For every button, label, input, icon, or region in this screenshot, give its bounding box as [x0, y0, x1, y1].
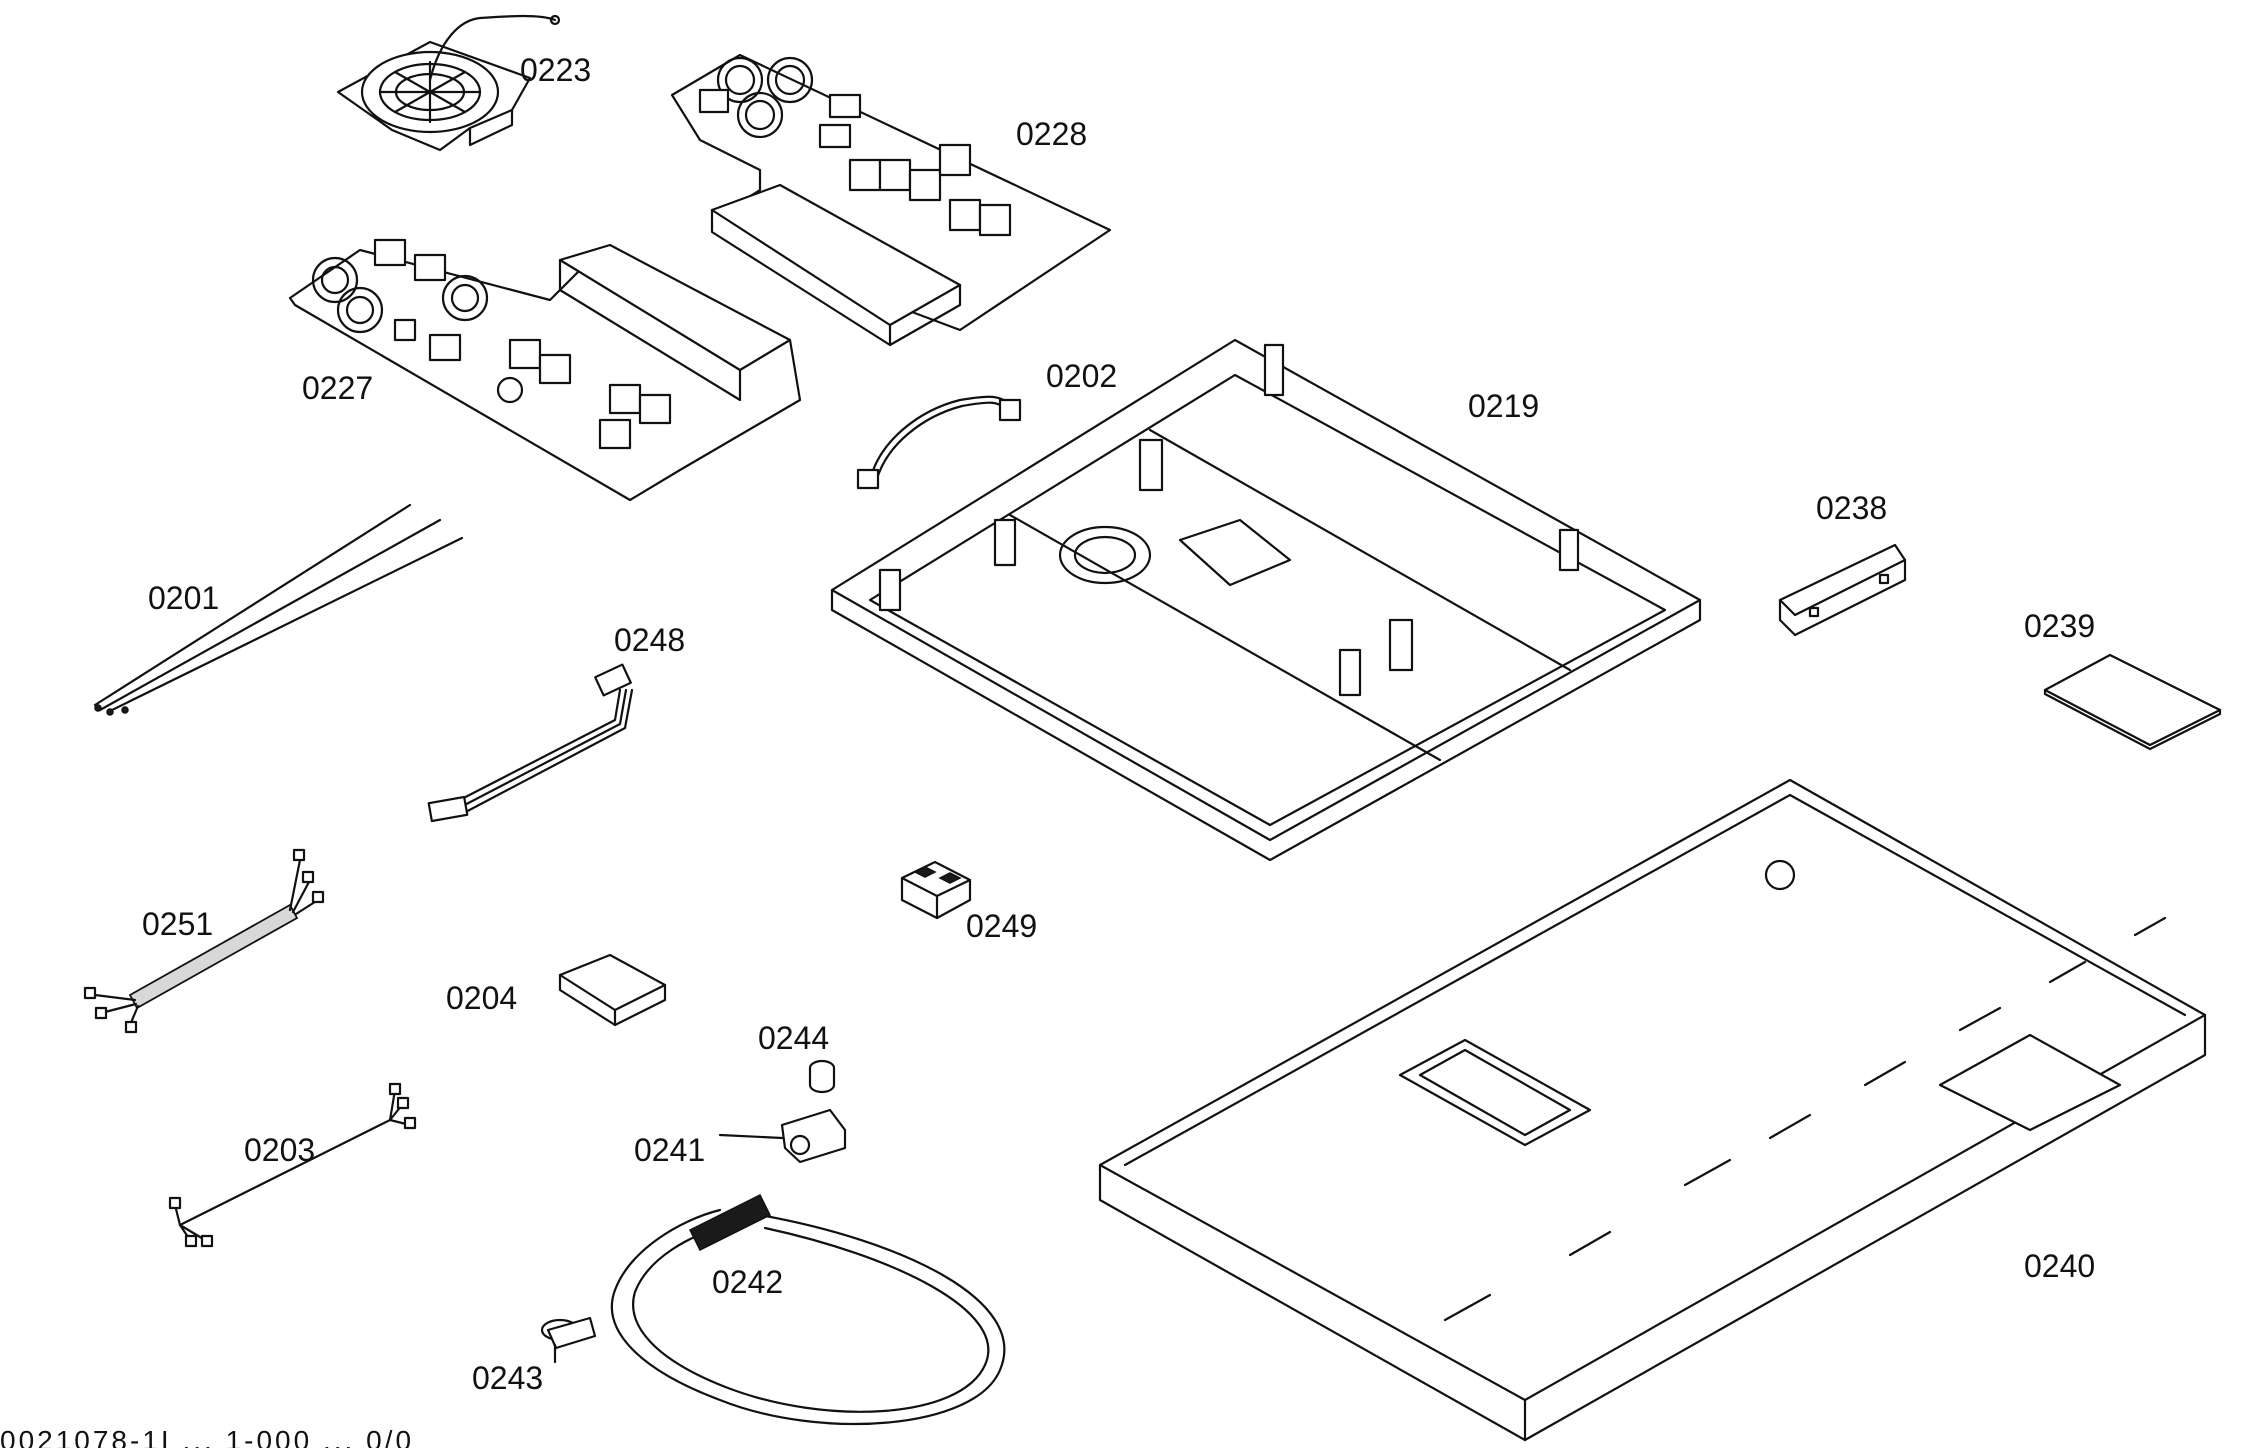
part-0223-fan: [336, 14, 561, 152]
label-0244: 0244: [758, 1020, 830, 1056]
part-0228-pcb: [670, 53, 1112, 347]
part-0239-plate: [2043, 653, 2222, 751]
part-0240-bottom-cover: [1098, 778, 2207, 1442]
label-0227: 0227: [302, 370, 374, 406]
label-0201: 0201: [148, 580, 220, 616]
label-0251: 0251: [142, 906, 214, 942]
part-0248-flat-cable: [427, 663, 634, 823]
label-0241: 0241: [634, 1132, 706, 1168]
label-0249: 0249: [966, 908, 1038, 944]
label-0203: 0203: [244, 1132, 316, 1168]
part-0243-grommet: [540, 1316, 597, 1364]
label-0219: 0219: [1468, 388, 1540, 424]
part-0219-base-tray: [830, 338, 1702, 862]
label-0248: 0248: [614, 622, 686, 658]
part-0201-wires: [93, 503, 464, 716]
label-0228: 0228: [1016, 116, 1088, 152]
part-0244-cap: [808, 1059, 836, 1094]
label-0238: 0238: [1816, 490, 1888, 526]
label-0204: 0204: [446, 980, 518, 1016]
label-0223: 0223: [520, 52, 592, 88]
part-0249-connector: [900, 860, 972, 920]
part-0238-bracket: [1778, 543, 1907, 637]
part-0242-hose: [610, 1193, 1006, 1426]
part-0202-cable: [856, 395, 1022, 490]
label-0240: 0240: [2024, 1248, 2096, 1284]
part-0251-harness: [83, 848, 325, 1034]
label-0243: 0243: [472, 1360, 544, 1396]
footer-reference: 0021078-1I ... 1-000 ... 0/0: [0, 1425, 415, 1448]
label-0202: 0202: [1046, 358, 1118, 394]
label-0242: 0242: [712, 1264, 784, 1300]
part-0203-harness: [168, 1082, 417, 1248]
part-0241-strain-relief: [718, 1108, 847, 1164]
part-0204-bracket: [558, 953, 667, 1027]
part-0227-pcb: [288, 238, 802, 502]
label-0239: 0239: [2024, 608, 2096, 644]
